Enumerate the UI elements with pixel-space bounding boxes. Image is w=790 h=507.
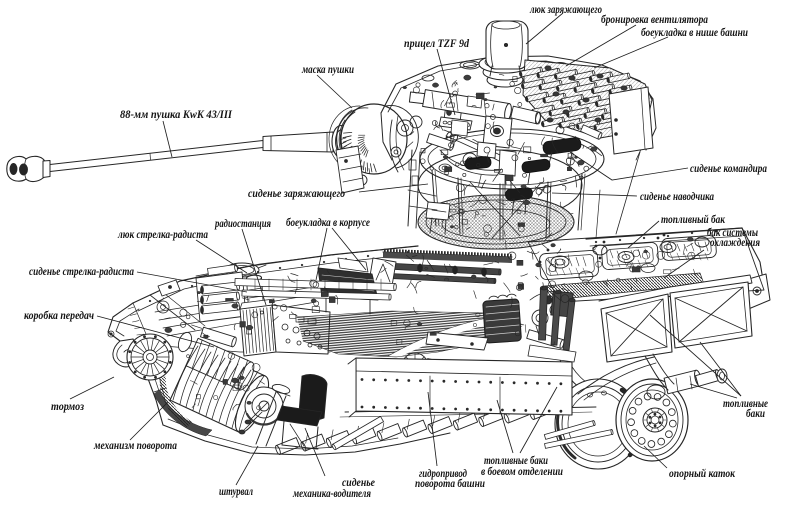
svg-text:гидропривод: гидропривод bbox=[419, 468, 467, 480]
svg-text:сиденье командира: сиденье командира bbox=[690, 163, 767, 175]
svg-text:сиденье наводчика: сиденье наводчика bbox=[640, 191, 714, 203]
svg-text:топливный бак: топливный бак bbox=[661, 213, 726, 226]
svg-text:сиденье заряжающего: сиденье заряжающего bbox=[248, 188, 345, 200]
svg-text:механика-водителя: механика-водителя bbox=[292, 488, 371, 500]
svg-text:топливные баки: топливные баки bbox=[484, 455, 548, 467]
svg-text:охлаждения: охлаждения bbox=[710, 237, 760, 249]
svg-text:сиденье: сиденье bbox=[342, 477, 375, 489]
svg-text:прицел TZF 9d: прицел TZF 9d bbox=[404, 38, 469, 50]
svg-text:люк заряжающего: люк заряжающего bbox=[529, 4, 602, 16]
svg-text:механизм поворота: механизм поворота bbox=[93, 440, 177, 452]
svg-text:баки: баки bbox=[746, 408, 765, 420]
svg-text:коробка передач: коробка передач bbox=[24, 310, 94, 322]
svg-text:в боевом отделении: в боевом отделении bbox=[481, 466, 563, 478]
svg-text:штурвал: штурвал bbox=[219, 486, 253, 498]
svg-text:тормоз: тормоз bbox=[51, 401, 84, 413]
svg-text:топливные: топливные bbox=[723, 398, 768, 410]
svg-text:люк стрелка-радиста: люк стрелка-радиста bbox=[117, 229, 208, 241]
svg-text:бронировка вентилятора: бронировка вентилятора bbox=[601, 14, 708, 26]
svg-text:сиденье стрелка-радиста: сиденье стрелка-радиста bbox=[29, 266, 134, 278]
svg-text:маска пушки: маска пушки bbox=[301, 64, 354, 76]
svg-text:опорный каток: опорный каток bbox=[669, 467, 736, 480]
svg-text:88-мм пушка KwK 43/III: 88-мм пушка KwK 43/III bbox=[120, 109, 232, 121]
svg-text:поворота башни: поворота башни bbox=[415, 478, 485, 490]
svg-text:бак системы: бак системы bbox=[707, 227, 758, 239]
svg-text:боеукладка в нише башни: боеукладка в нише башни bbox=[641, 27, 748, 39]
svg-text:радиостанция: радиостанция bbox=[214, 218, 271, 230]
svg-text:боеукладка в корпусе: боеукладка в корпусе bbox=[286, 217, 370, 229]
